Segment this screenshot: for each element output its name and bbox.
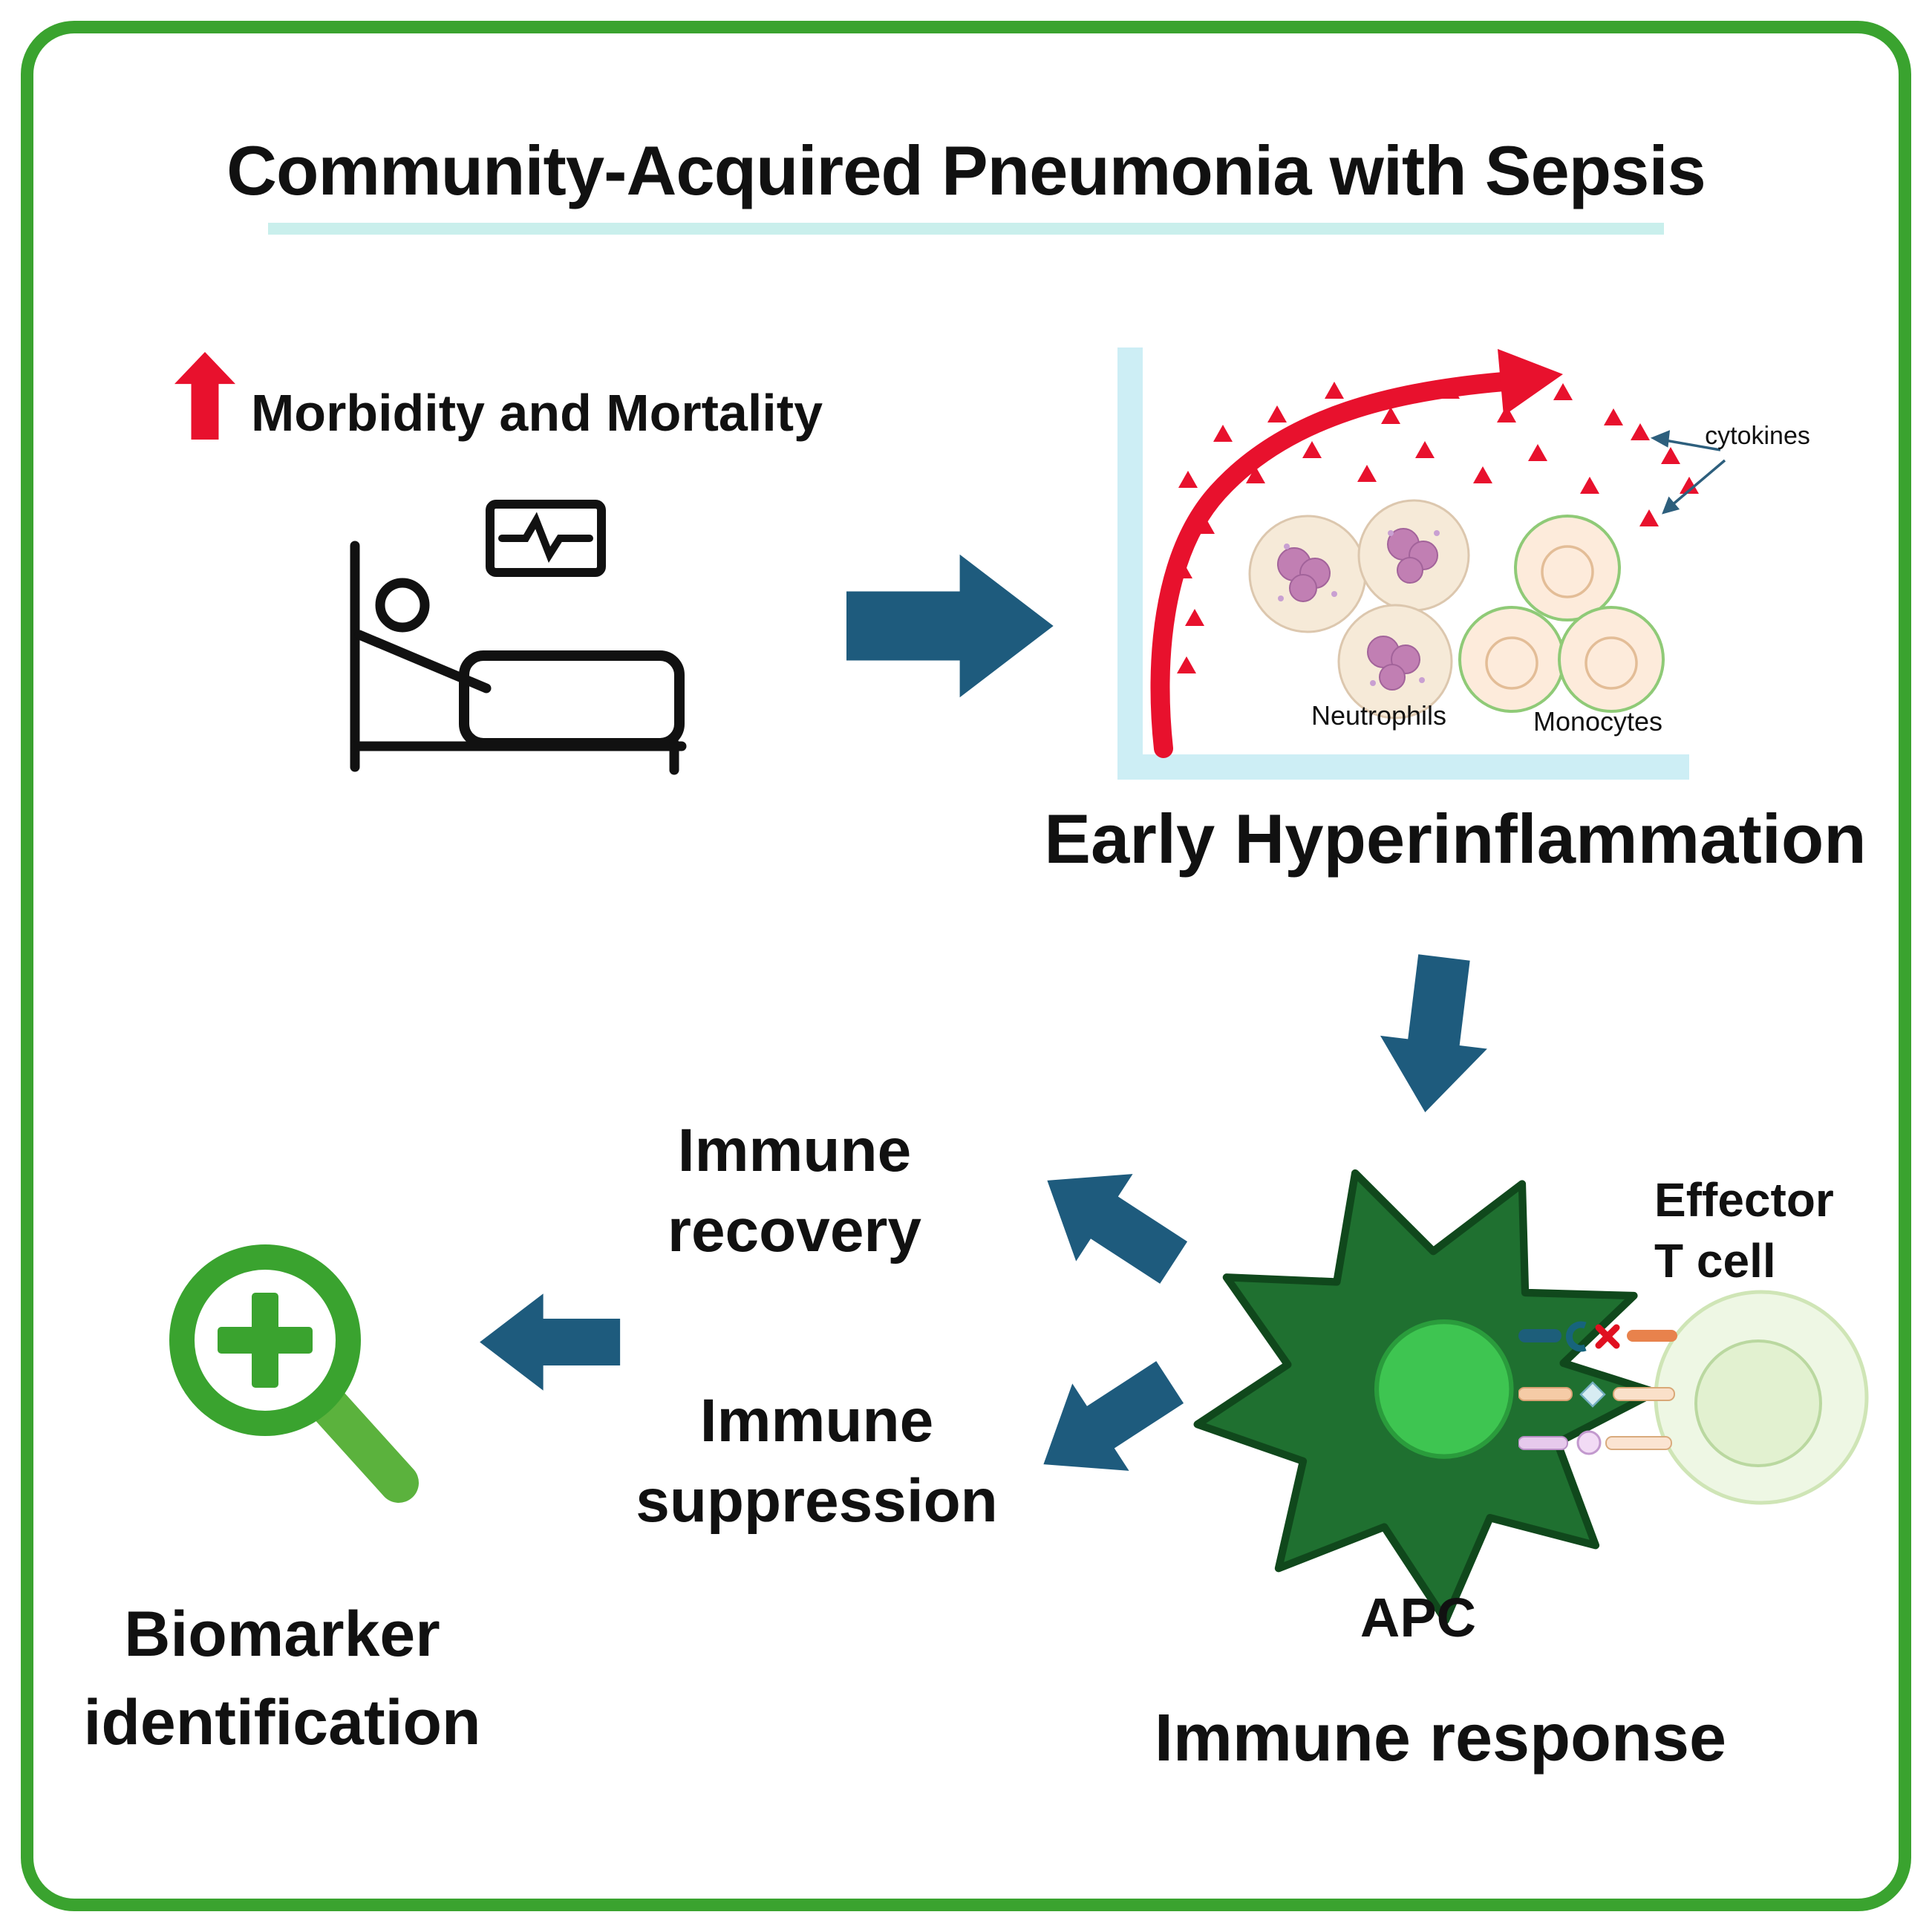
- biomarker-identification-label: Biomarker identification: [83, 1599, 481, 1758]
- t-cell-icon: [1654, 1290, 1869, 1505]
- neutrophils-label: Neutrophils: [1311, 700, 1446, 731]
- blanket: [459, 650, 685, 748]
- flow-arrow-recovery-icon: [1047, 1174, 1188, 1284]
- blocked-receptor-pair: [1518, 1321, 1677, 1352]
- border-frame: [21, 21, 1911, 1911]
- vitals-monitor-icon: [486, 500, 606, 577]
- x-axis-bar: [1117, 754, 1689, 780]
- effector-tcell-label: Effector T cell: [1654, 1173, 1834, 1288]
- early-hyperinflammation-label: Early Hyperinflammation: [1044, 800, 1867, 878]
- apc-label: APC: [1360, 1587, 1477, 1648]
- cytokine-triangles: [1173, 382, 1699, 673]
- immune-response-label: Immune response: [1154, 1701, 1727, 1775]
- flow-arrow-right-icon: [846, 554, 1054, 698]
- receptor-pair-bottom: [1518, 1430, 1672, 1455]
- magnifier-plus-icon: [169, 1244, 419, 1503]
- morbidity-mortality-label: Morbidity and Mortality: [251, 384, 823, 442]
- apc-nucleus: [1374, 1319, 1514, 1459]
- monocytes-label: Monocytes: [1533, 706, 1662, 737]
- cytokine-pointer-arrows: [1650, 430, 1726, 515]
- immune-suppression-label: Immune suppression: [636, 1387, 998, 1536]
- flow-arrow-suppression-icon: [1043, 1361, 1184, 1471]
- blocked-x-icon: [1595, 1324, 1620, 1349]
- receptor-pair-icons: [1518, 1321, 1677, 1455]
- increase-arrow-icon: [174, 352, 236, 440]
- hyperinflammation-chart: Neutrophils Monocytes cytokines: [1117, 347, 1810, 780]
- t-cell-nucleus: [1694, 1339, 1822, 1467]
- plus-icon: [218, 1293, 313, 1388]
- curve-arrowhead: [1498, 349, 1563, 416]
- monocyte-cells: [1458, 515, 1665, 713]
- receptor-pair-middle: [1518, 1381, 1675, 1408]
- cytokines-label: cytokines: [1705, 422, 1810, 450]
- immune-recovery-label: Immune recovery: [668, 1117, 921, 1265]
- patient-head: [375, 578, 430, 633]
- title-underline: [268, 223, 1664, 235]
- magnifier-handle: [309, 1386, 419, 1503]
- flow-arrow-left-icon: [480, 1293, 621, 1391]
- apc-cell-icon: [1193, 1169, 1660, 1625]
- patient-bed-icon: [350, 500, 687, 775]
- figure-title: Community-Acquired Pneumonia with Sepsis: [226, 131, 1706, 209]
- y-axis-bar: [1117, 347, 1143, 757]
- inflammation-curve-icon: [1150, 372, 1513, 758]
- neutrophil-cells: [1248, 499, 1470, 719]
- heartbeat-line-icon: [498, 512, 593, 563]
- flow-arrow-down-icon: [1380, 954, 1487, 1112]
